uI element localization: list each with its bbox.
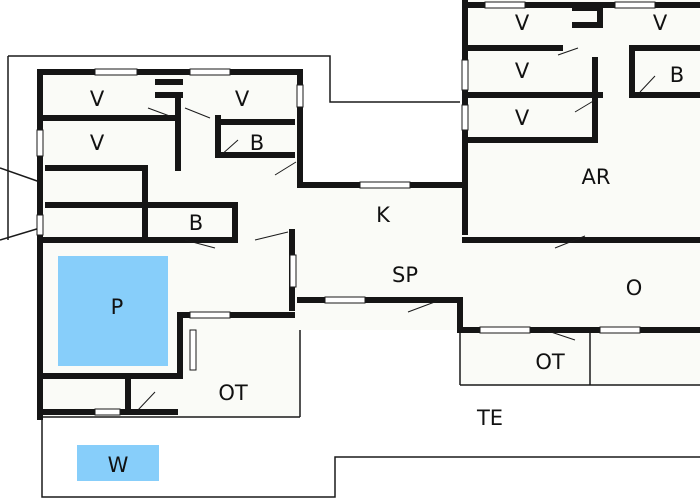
spa <box>77 445 159 481</box>
room-label-bedroom-7: V <box>515 106 530 130</box>
room-label-bedroom-1: V <box>90 87 105 111</box>
room-label-bedroom-3: V <box>90 131 105 155</box>
room-label-bedroom-4: V <box>515 11 530 35</box>
room-label-bath-1: B <box>250 131 264 155</box>
floor-areas <box>40 0 700 417</box>
room-label-bedroom-6: V <box>515 59 530 83</box>
room-label-terrace: TE <box>476 406 503 430</box>
site-outline <box>0 55 700 498</box>
room-labels: V V V B B V V V B V AR K SP O P OT OT TE… <box>90 11 684 477</box>
room-label-bedroom-2: V <box>235 87 250 111</box>
room-label-spa: W <box>108 453 129 477</box>
room-label-living: AR <box>582 165 611 189</box>
openings <box>36 1 656 416</box>
room-label-bedroom-5: V <box>653 11 668 35</box>
pool <box>58 256 168 366</box>
room-label-activity: O <box>626 276 643 300</box>
room-label-bath-3: B <box>670 63 684 87</box>
room-label-utility-2: OT <box>218 381 248 405</box>
room-label-utility-1: OT <box>535 350 565 374</box>
room-label-pool: P <box>111 295 124 319</box>
room-label-dining: SP <box>392 263 418 287</box>
room-label-bath-2: B <box>189 211 203 235</box>
room-label-kitchen: K <box>376 203 391 227</box>
